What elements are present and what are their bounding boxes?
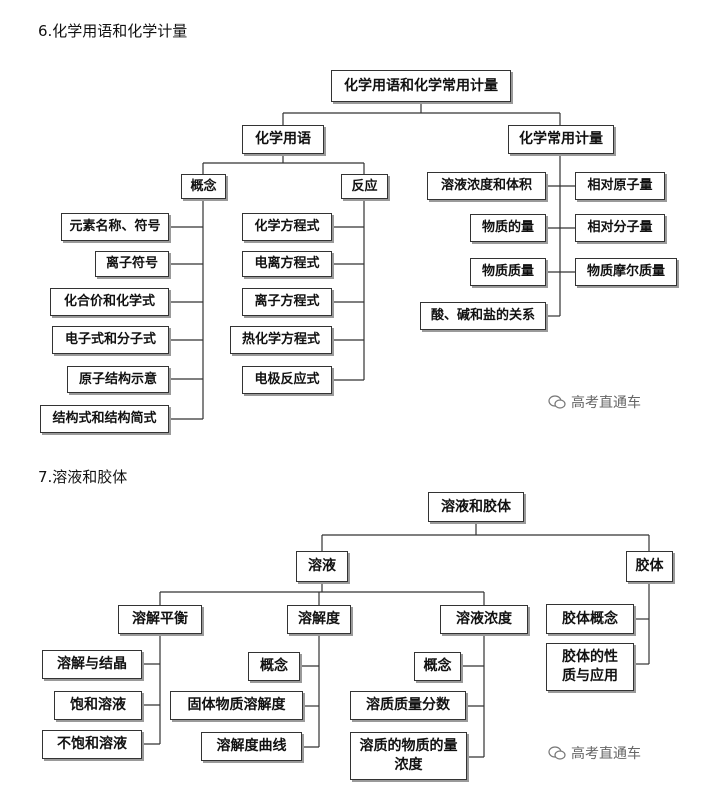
reaction-item: 电离方程式 bbox=[242, 251, 332, 277]
concentration-item: 概念 bbox=[414, 652, 461, 681]
wechat-icon bbox=[548, 395, 566, 409]
watermark: 高考直通车 bbox=[548, 743, 641, 763]
colloid-item: 胶体的性质与应用 bbox=[546, 643, 634, 691]
solubility-item: 溶解度曲线 bbox=[201, 732, 302, 761]
concept-item: 元素名称、符号 bbox=[61, 213, 169, 241]
node-solubility: 溶解度 bbox=[287, 605, 351, 634]
concept-item: 原子结构示意 bbox=[67, 366, 169, 393]
watermark-text: 高考直通车 bbox=[571, 395, 641, 411]
reaction-item: 热化学方程式 bbox=[230, 326, 332, 354]
node-chemical-terms: 化学用语 bbox=[242, 125, 324, 154]
quantity-item: 溶液浓度和体积 bbox=[427, 172, 546, 200]
solubility-item: 概念 bbox=[248, 652, 300, 681]
quantity-item: 酸、碱和盐的关系 bbox=[420, 302, 546, 330]
watermark: 高考直通车 bbox=[548, 392, 641, 412]
concentration-item: 溶质质量分数 bbox=[350, 691, 466, 720]
solubility-item: 固体物质溶解度 bbox=[170, 691, 303, 720]
node-concept: 概念 bbox=[181, 174, 226, 199]
node-solution-concentration: 溶液浓度 bbox=[440, 605, 528, 634]
concept-item: 化合价和化学式 bbox=[50, 288, 169, 316]
node-root-solution-colloid: 溶液和胶体 bbox=[428, 492, 524, 522]
node-solution: 溶液 bbox=[296, 551, 348, 582]
section-heading-7: 7.溶液和胶体 bbox=[38, 468, 128, 486]
equilibrium-item: 不饱和溶液 bbox=[42, 730, 142, 759]
concept-item: 电子式和分子式 bbox=[52, 326, 169, 354]
concept-item: 结构式和结构简式 bbox=[40, 405, 169, 433]
reaction-item: 化学方程式 bbox=[242, 213, 332, 241]
section-heading-6: 6.化学用语和化学计量 bbox=[38, 22, 188, 40]
equilibrium-item: 溶解与结晶 bbox=[42, 650, 142, 679]
watermark-text: 高考直通车 bbox=[571, 746, 641, 762]
node-dissolution-equilibrium: 溶解平衡 bbox=[118, 605, 202, 634]
concept-item: 离子符号 bbox=[95, 251, 169, 277]
reaction-item: 离子方程式 bbox=[242, 288, 332, 316]
node-common-quantities: 化学常用计量 bbox=[508, 125, 614, 154]
quantity-item: 物质质量 bbox=[470, 258, 546, 286]
wechat-icon bbox=[548, 746, 566, 760]
concentration-item: 溶质的物质的量浓度 bbox=[350, 732, 467, 780]
quantity-item: 物质的量 bbox=[470, 214, 546, 242]
node-colloid: 胶体 bbox=[626, 551, 673, 582]
colloid-item: 胶体概念 bbox=[546, 604, 634, 634]
quantity-related-item: 相对原子量 bbox=[575, 172, 665, 200]
node-reaction: 反应 bbox=[341, 174, 388, 199]
equilibrium-item: 饱和溶液 bbox=[54, 691, 142, 720]
reaction-item: 电极反应式 bbox=[242, 366, 332, 394]
node-root-chemistry-terms: 化学用语和化学常用计量 bbox=[331, 70, 511, 102]
quantity-related-item: 相对分子量 bbox=[575, 214, 665, 242]
quantity-related-item: 物质摩尔质量 bbox=[575, 258, 677, 286]
